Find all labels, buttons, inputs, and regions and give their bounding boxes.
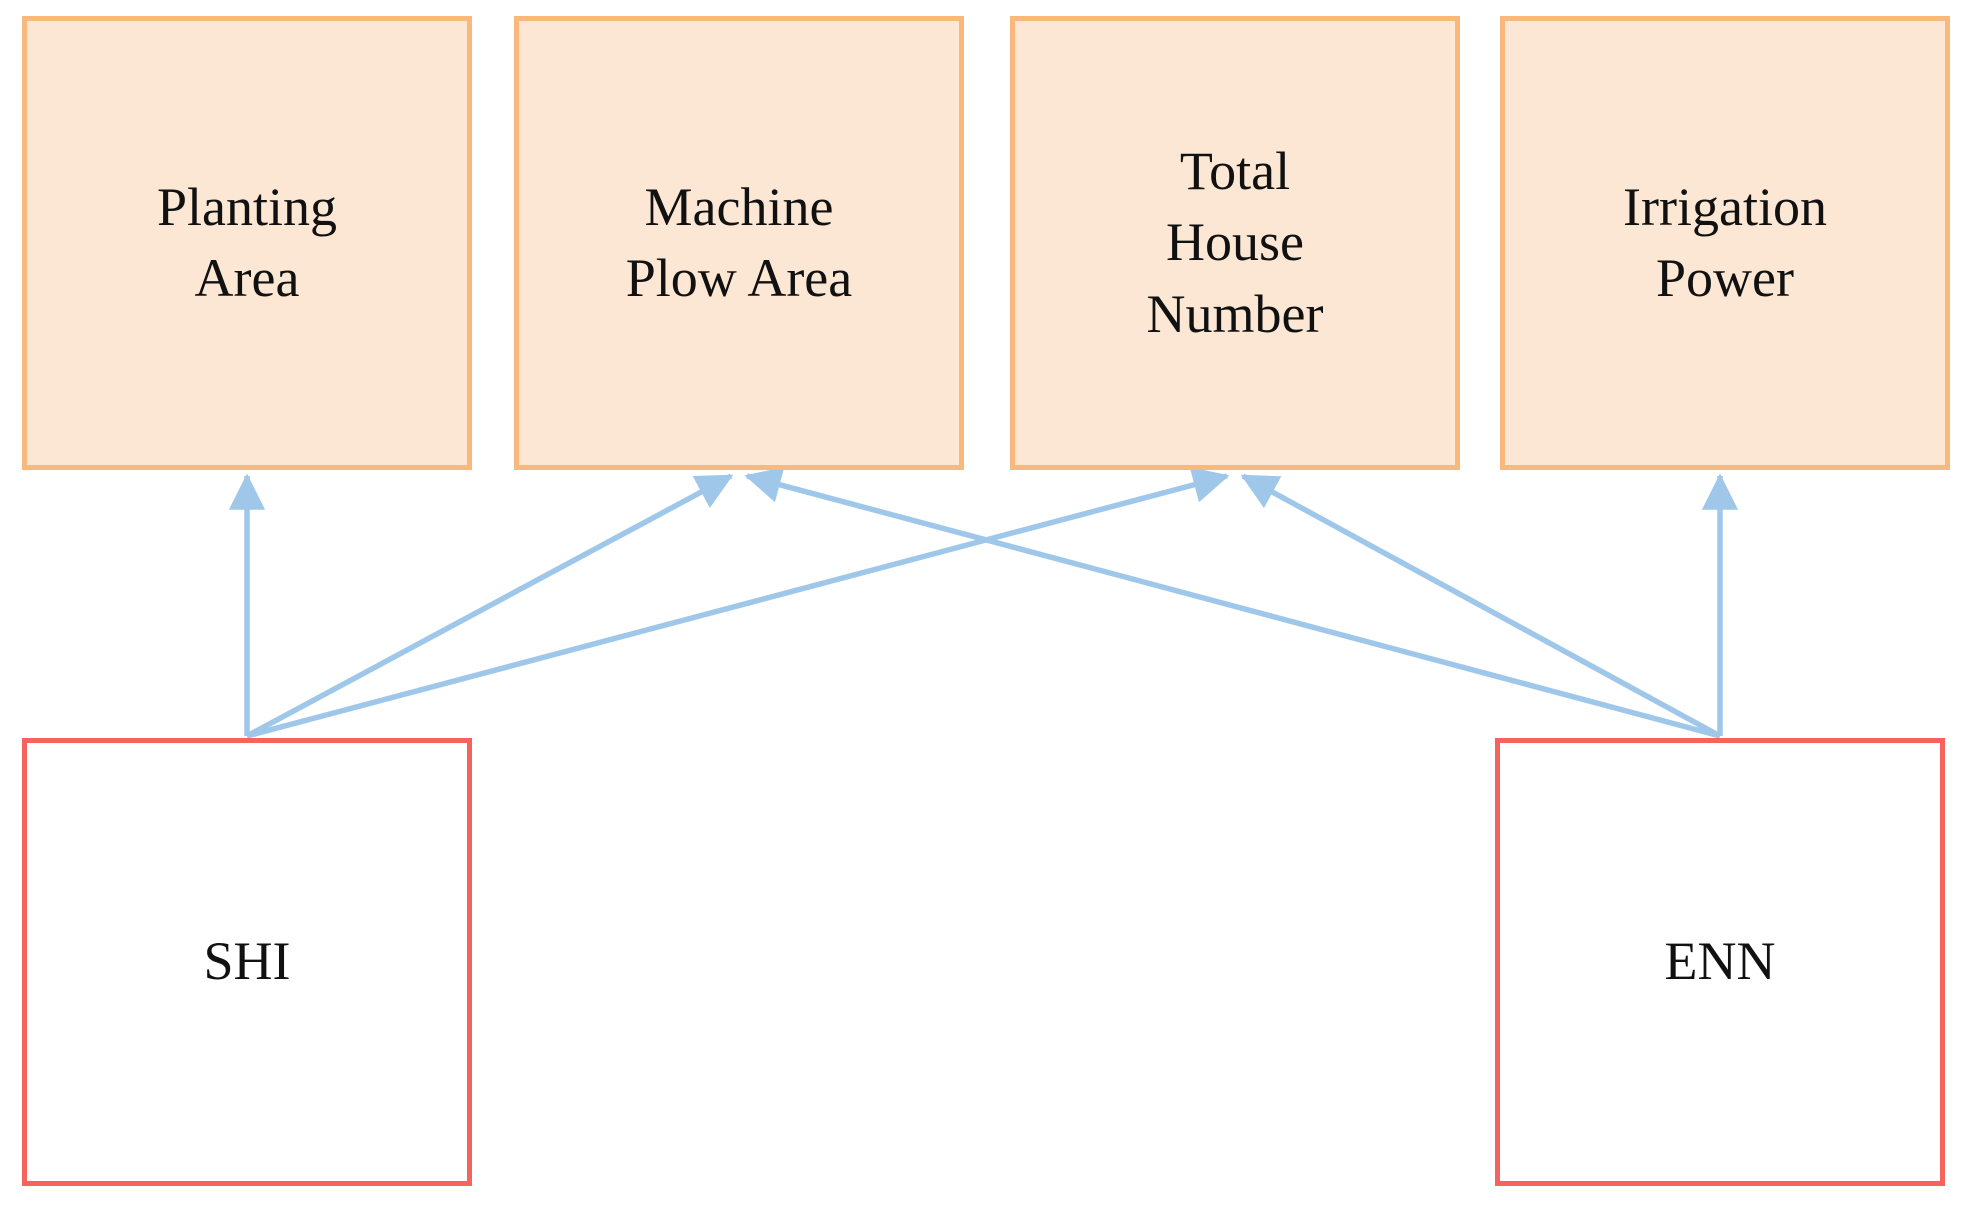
node-label-line: Area (194, 248, 300, 308)
edge-shi-to-machine-plow-area (245, 473, 734, 739)
node-label-line: Number (1146, 283, 1324, 344)
edge-shi-to-total-house-number (246, 467, 1230, 739)
node-label-line: Machine (644, 176, 834, 237)
node-shi: SHI (22, 738, 472, 1186)
node-label-line: House (1166, 212, 1304, 273)
node-label-line: Planting (156, 176, 337, 237)
edge-enn-to-machine-plow-area (744, 467, 1721, 739)
node-label-line: ENN (1664, 931, 1776, 992)
edge-enn-to-total-house-number (1240, 473, 1722, 739)
node-label-line: Power (1656, 248, 1794, 308)
node-irrigation-power: Irrigation Power (1500, 16, 1950, 470)
node-label-line: SHI (203, 931, 291, 992)
node-label-line: Irrigation (1623, 176, 1827, 237)
node-machine-plow-area: Machine Plow Area (514, 16, 964, 470)
node-label-line: Total (1179, 141, 1291, 202)
node-total-house-number: Total House Number (1010, 16, 1460, 470)
node-planting-area: Planting Area (22, 16, 472, 470)
node-enn: ENN (1495, 738, 1945, 1186)
node-label-line: Plow Area (625, 248, 853, 308)
